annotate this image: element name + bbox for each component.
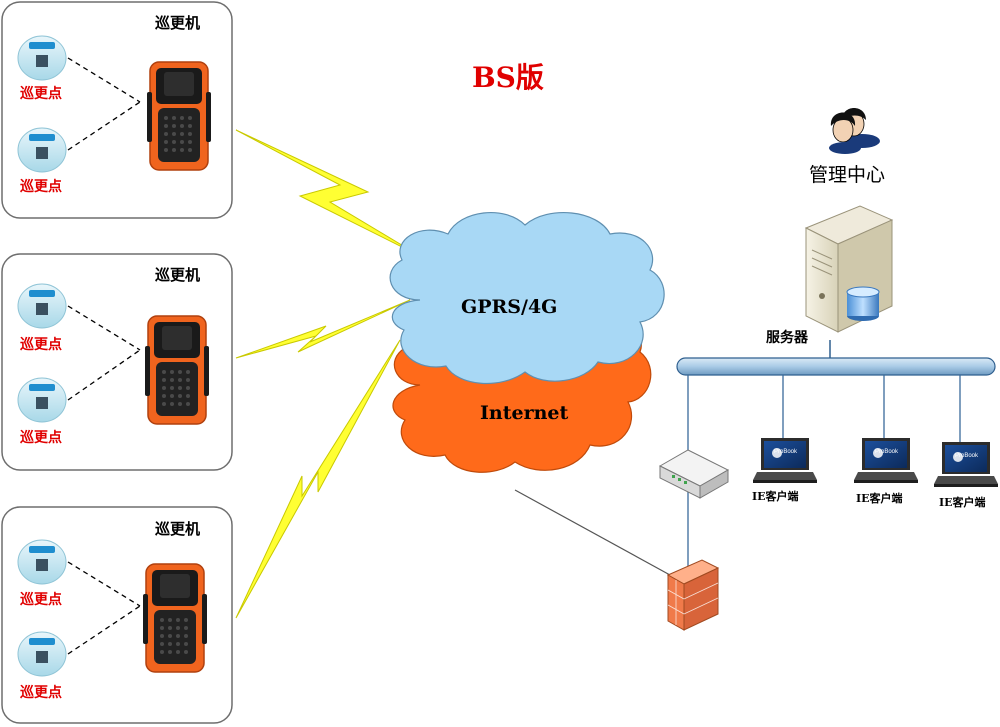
wireless-lightning-icons bbox=[235, 129, 421, 619]
checkpoint-tag-icon bbox=[17, 631, 67, 677]
ie-client-label: IE客户端 bbox=[939, 496, 986, 509]
management-center-label: 管理中心 bbox=[809, 164, 886, 186]
patrol-device-label: 巡更机 bbox=[155, 520, 201, 538]
checkpoint-tag-icon bbox=[17, 127, 67, 173]
server-icon bbox=[804, 205, 894, 333]
ie-client-label: IE客户端 bbox=[856, 492, 903, 505]
patrol-device-label: 巡更机 bbox=[155, 266, 201, 284]
checkpoint-label: 巡更点 bbox=[20, 592, 62, 608]
patrol-device-icon bbox=[146, 61, 212, 171]
laptop-icon bbox=[854, 438, 918, 483]
checkpoint-label: 巡更点 bbox=[20, 337, 62, 353]
manager-person-icon bbox=[829, 108, 880, 154]
laptop-icon bbox=[753, 438, 817, 483]
checkpoint-tag-icon bbox=[17, 283, 67, 329]
patrol-device-icon bbox=[144, 315, 210, 425]
network-bus bbox=[676, 357, 996, 376]
checkpoint-label: 巡更点 bbox=[20, 430, 62, 446]
laptop-brand: ProBook bbox=[875, 449, 899, 455]
checkpoint-links bbox=[67, 57, 141, 655]
checkpoint-tag-icon bbox=[17, 539, 67, 585]
diagram-title: BS版 bbox=[472, 61, 544, 94]
patrol-device-label: 巡更机 bbox=[155, 14, 201, 32]
firewall-icon bbox=[666, 559, 720, 631]
gprs-cloud-label: GPRS/4G bbox=[461, 296, 558, 318]
switch-icon bbox=[658, 449, 730, 499]
gprs-cloud bbox=[389, 212, 665, 385]
laptop-brand: ProBook bbox=[955, 453, 979, 459]
ie-client-label: IE客户端 bbox=[752, 490, 799, 503]
internet-cloud-label: Internet bbox=[480, 402, 569, 424]
laptop-brand: ProBook bbox=[774, 449, 798, 455]
patrol-device-icon bbox=[142, 563, 208, 673]
internet-to-firewall-link bbox=[514, 489, 671, 576]
laptop-icon bbox=[934, 442, 998, 487]
checkpoint-tag-icon bbox=[17, 35, 67, 81]
server-label: 服务器 bbox=[766, 330, 808, 346]
checkpoint-label: 巡更点 bbox=[20, 685, 62, 701]
checkpoint-label: 巡更点 bbox=[20, 179, 62, 195]
checkpoint-tag-icon bbox=[17, 377, 67, 423]
checkpoint-label: 巡更点 bbox=[20, 86, 62, 102]
bus-drop-lines bbox=[687, 375, 961, 572]
